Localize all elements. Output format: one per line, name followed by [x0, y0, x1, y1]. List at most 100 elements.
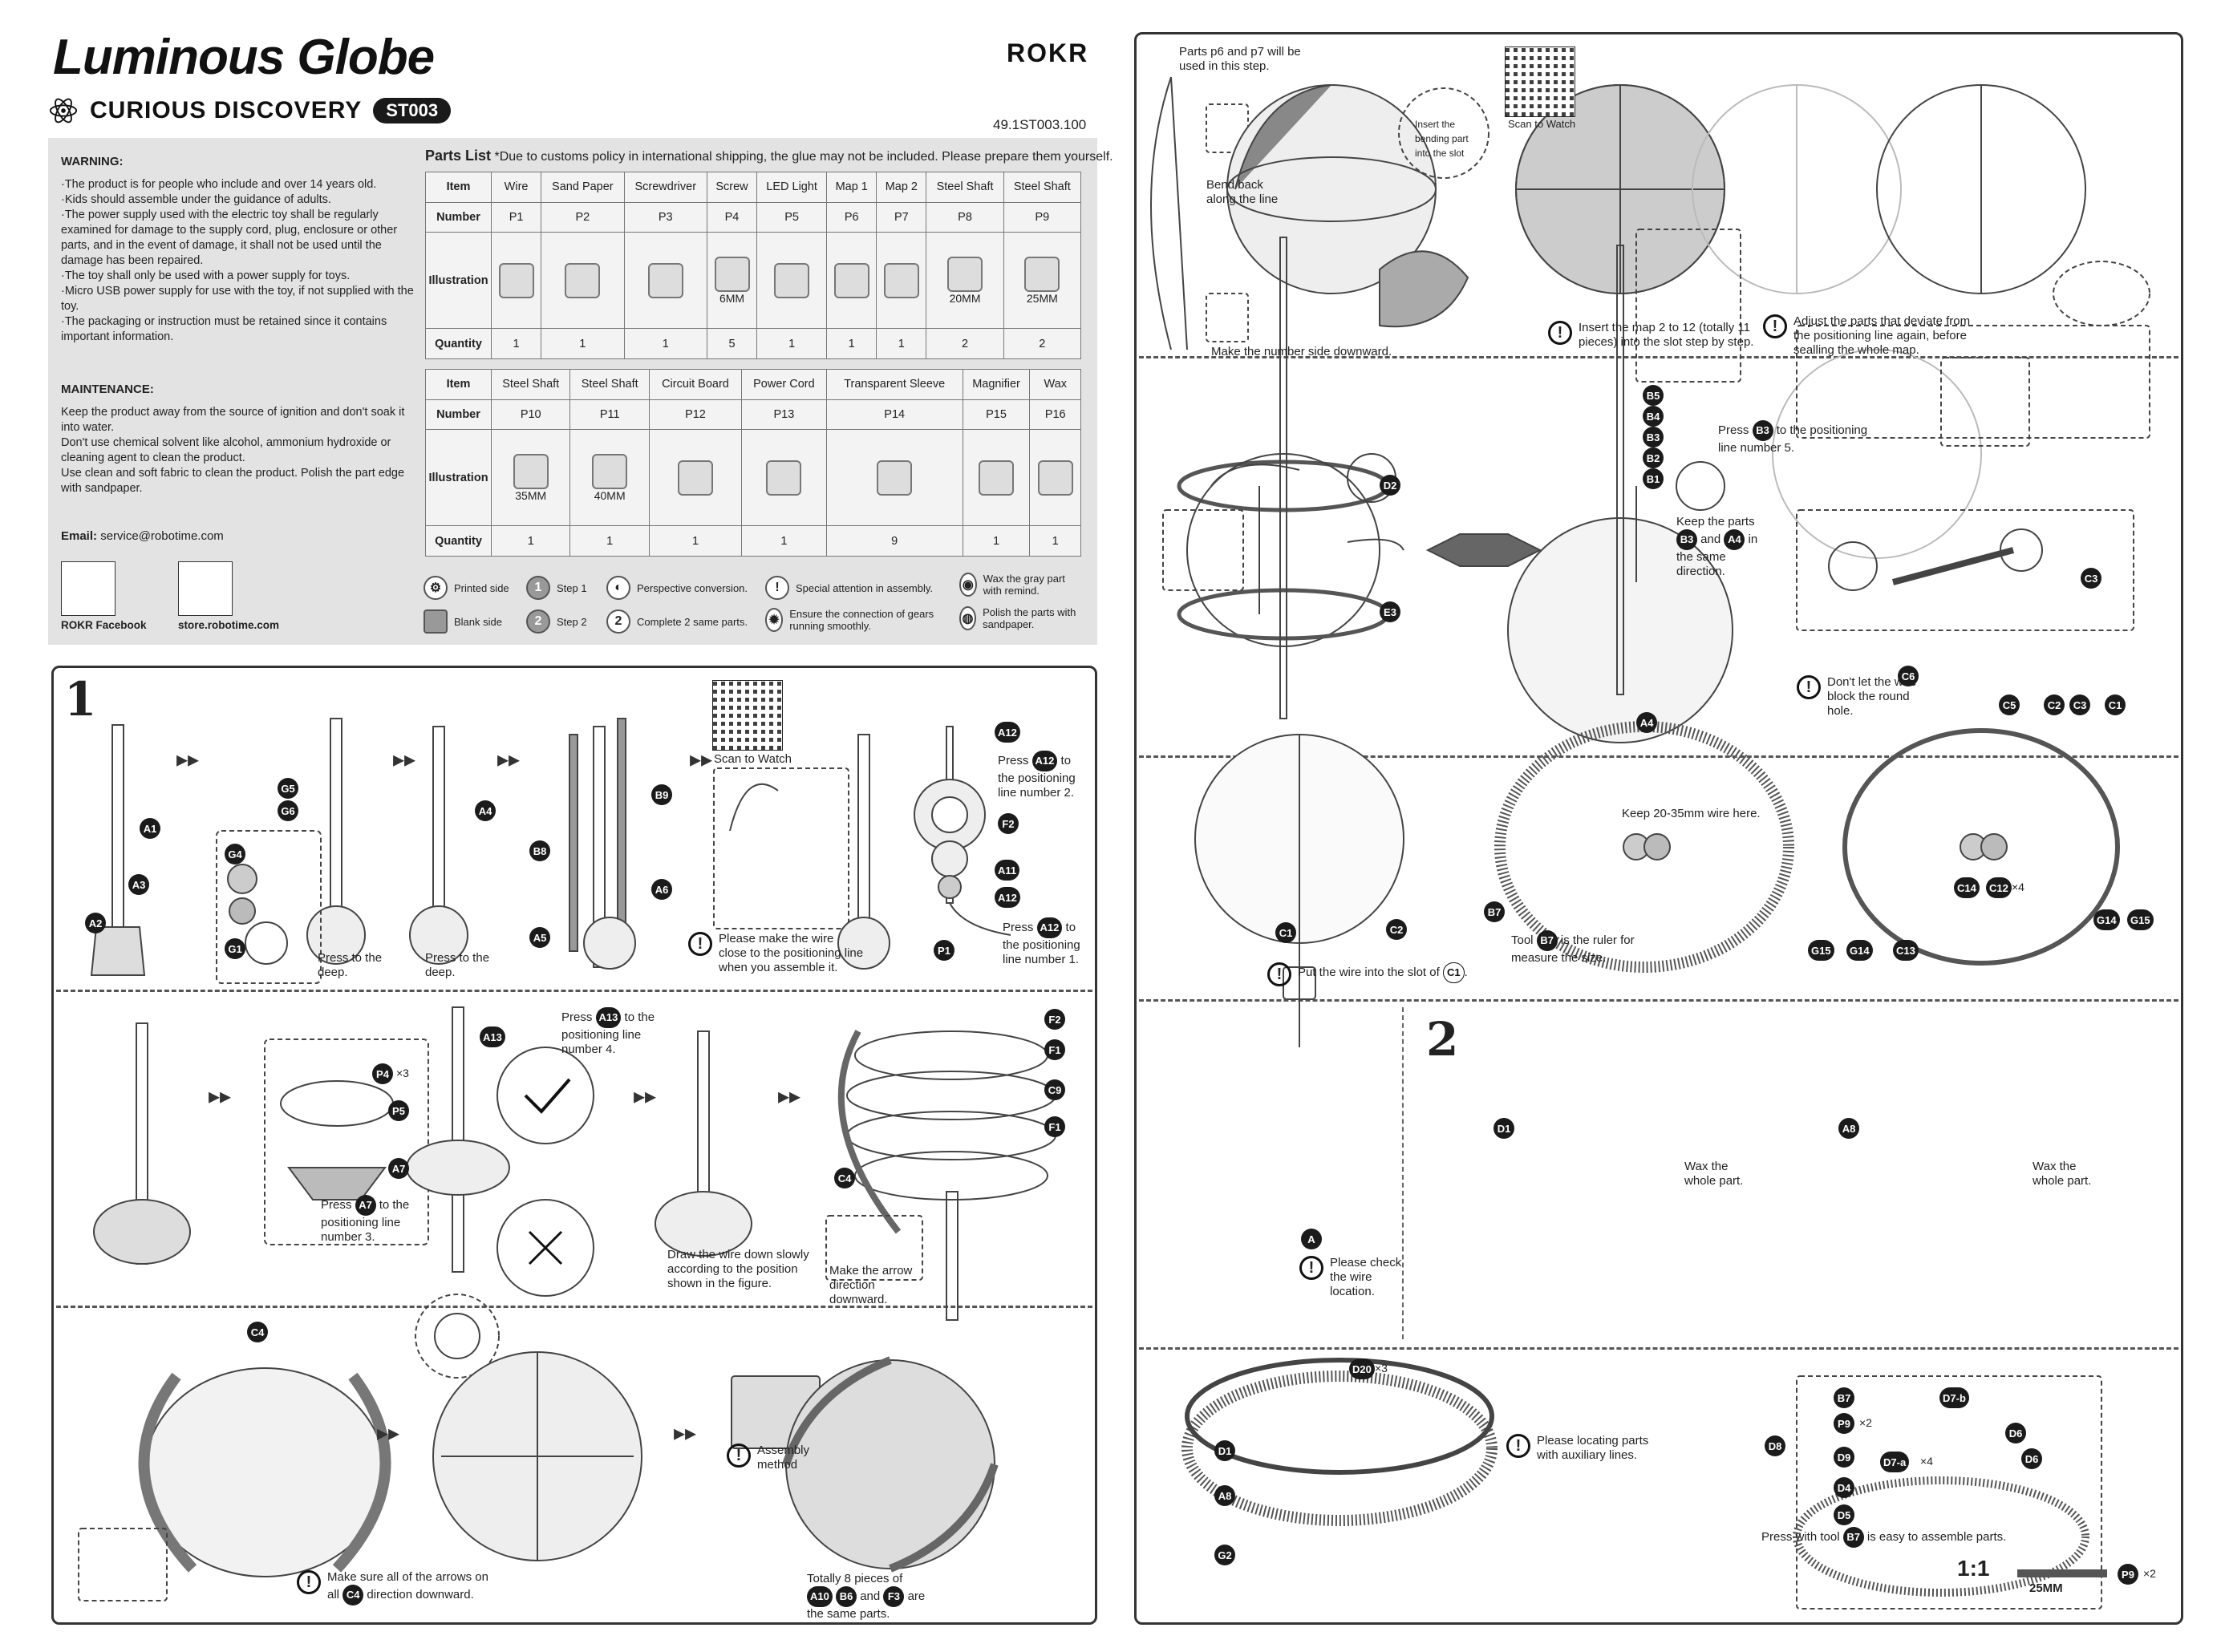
part-dimension: 6MM: [719, 291, 745, 305]
scale-length: 25MM: [2029, 1581, 2063, 1595]
quantity-label: ×2: [1859, 1416, 1872, 1429]
part-tag: B8: [529, 840, 550, 861]
legend-gears: ✹Ensure the connection of gears running …: [765, 608, 950, 632]
step2-icon: 2: [526, 609, 550, 634]
divider: [1139, 999, 2178, 1002]
quantity-label: ×3: [1375, 1362, 1388, 1375]
perspective-icon: ◐: [606, 576, 630, 600]
part-number: P11: [569, 399, 650, 431]
part-number: P5: [756, 201, 828, 233]
divider: [1402, 1007, 1404, 1339]
part-tag: A3: [128, 874, 149, 895]
facebook-qr-label: ROKR Facebook: [61, 619, 147, 631]
part-tag: D5: [1834, 1504, 1854, 1525]
brand-logo: ROKR: [1007, 38, 1089, 67]
part-item: Screw: [706, 172, 758, 203]
draw-wire-note: Draw the wire down slowly according to t…: [667, 1248, 809, 1290]
svg-text:▸▸: ▸▸: [634, 1083, 656, 1108]
part-tag: A13: [480, 1026, 505, 1047]
divider: [56, 990, 1092, 992]
part-tag: C9: [1044, 1079, 1065, 1100]
part-item: Power Cord: [741, 369, 827, 400]
part-item: Map 1: [826, 172, 877, 203]
part-tag: G14: [1846, 940, 1873, 961]
exclamation-icon: !: [1763, 314, 1787, 338]
part-tag: D2: [1380, 475, 1400, 496]
part-illustration: 25MM: [1003, 232, 1082, 330]
arrow-down-note: Make the arrow direction downward.: [829, 1264, 913, 1306]
part-dimension: 35MM: [515, 488, 547, 502]
bend-back-note: Bend back along the line: [1206, 178, 1279, 206]
parts-row: Illustration 35MM 40MM: [425, 429, 1081, 527]
part-tag: A11: [995, 860, 1020, 881]
part-qty: 9: [825, 525, 963, 557]
part-tag: F2: [998, 813, 1019, 834]
part-tag: C1: [1275, 922, 1296, 943]
part-illustration: [490, 232, 542, 330]
legend-blank: Blank side: [424, 609, 502, 634]
part-illustration: 6MM: [706, 232, 758, 330]
email-link[interactable]: service@robotime.com: [100, 529, 224, 543]
video-qr-code[interactable]: [1505, 47, 1575, 117]
part-item: Transparent Sleeve: [825, 369, 963, 400]
part-illustration: 40MM: [569, 429, 650, 527]
maintenance-section: MAINTENANCE: Keep the product away from …: [61, 382, 414, 496]
part-number: P8: [926, 201, 1004, 233]
exclamation-icon: !: [1548, 321, 1572, 345]
part-qty: 1: [876, 328, 927, 359]
part-dimension: 25MM: [1026, 291, 1058, 305]
part-item: Steel Shaft: [1003, 172, 1082, 203]
part-tag: C3: [2069, 694, 2090, 715]
svg-text:▸▸: ▸▸: [497, 747, 520, 771]
warning-line: ·The power supply used with the electric…: [61, 209, 398, 267]
part-number: P6: [826, 201, 877, 233]
part-number: P13: [741, 399, 827, 431]
part-tag: A: [1301, 1229, 1322, 1249]
exclamation-icon: !: [688, 932, 712, 956]
exclamation-icon: !: [765, 576, 789, 600]
part-tag: D7-a: [1880, 1452, 1910, 1472]
blank-side-icon: [424, 609, 448, 634]
insert-map-note: !Insert the map 2 to 12 (totally 11 piec…: [1548, 321, 1773, 350]
part-qty: 1: [541, 328, 625, 359]
part-tag: D8: [1765, 1435, 1785, 1456]
exclamation-icon: !: [1506, 1434, 1530, 1458]
scale-bar: [2017, 1569, 2107, 1577]
legend-polish: ◍Polish the parts with sandpaper.: [959, 606, 1080, 630]
atom-icon: [49, 98, 78, 123]
part-tag: C2: [2044, 694, 2065, 715]
svg-text:▸▸: ▸▸: [690, 747, 712, 771]
warning-section: WARNING: ·The product is for people who …: [61, 154, 414, 345]
part-item: Wax: [1029, 369, 1081, 400]
part-qty: 1: [490, 525, 571, 557]
part-item: Screwdriver: [623, 172, 707, 203]
video-qr-code[interactable]: [712, 680, 783, 751]
parts-row-label: Illustration: [425, 429, 492, 527]
step1-icon: 1: [526, 576, 550, 600]
quantity-label: ×3: [396, 1067, 409, 1079]
part-tag: E3: [1380, 601, 1400, 622]
part-tag: C12: [1986, 877, 2012, 898]
part-dimension: 40MM: [594, 488, 626, 502]
store-qr-label: store.robotime.com: [178, 619, 280, 631]
insert-bend-note: Insert the bending part into the slot: [1415, 119, 1469, 159]
printed-side-icon: ⚙: [424, 576, 448, 600]
part-tag: A2: [85, 913, 106, 933]
arrows-c4-note: !Make sure all of the arrows on all C4 d…: [297, 1570, 489, 1605]
part-qty: 2: [926, 328, 1004, 359]
store-qr-code[interactable]: [178, 561, 233, 616]
part-illustration: [825, 429, 963, 527]
part-tag: D1: [1214, 1440, 1235, 1461]
complete-two-icon: 2: [606, 609, 630, 634]
part-tag: D1: [1494, 1118, 1514, 1139]
part-tag: P1: [934, 940, 954, 961]
wire-note: !Please make the wire close to the posit…: [688, 932, 865, 975]
step2-illustrations: [1150, 76, 2150, 1609]
facebook-qr-code[interactable]: [61, 561, 116, 616]
aux-lines-note: !Please locating parts with auxiliary li…: [1506, 1434, 1651, 1463]
press-deep-label: Press to the deep.: [425, 951, 490, 979]
part-tag: P4: [372, 1063, 393, 1084]
